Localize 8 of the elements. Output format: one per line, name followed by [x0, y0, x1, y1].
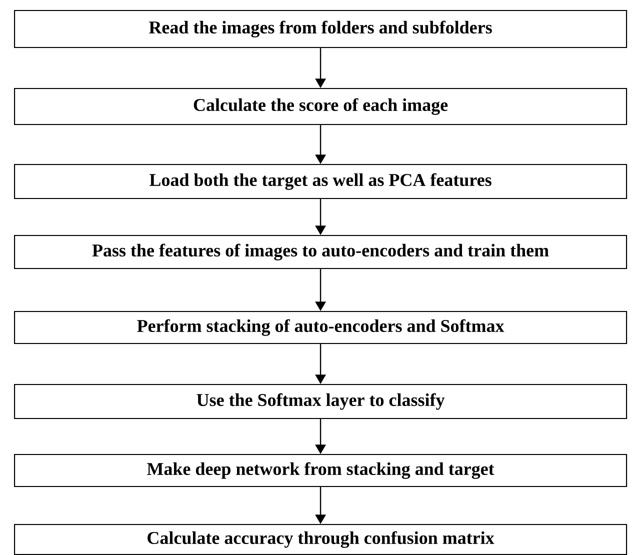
process-box: Calculate the score of each image	[14, 88, 628, 126]
process-box: Make deep network from stacking and target	[14, 454, 628, 488]
process-box: Load both the target as well as PCA features	[14, 164, 628, 200]
process-box: Calculate accuracy through confusion matrix	[14, 524, 628, 555]
process-box: Read the images from folders and subfolders	[14, 10, 628, 48]
process-box: Pass the features of images to auto-encoders and train them	[14, 235, 628, 270]
process-box: Perform stacking of auto-encoders and Softmax	[14, 311, 628, 344]
process-box: Use the Softmax layer to classify	[14, 384, 628, 420]
